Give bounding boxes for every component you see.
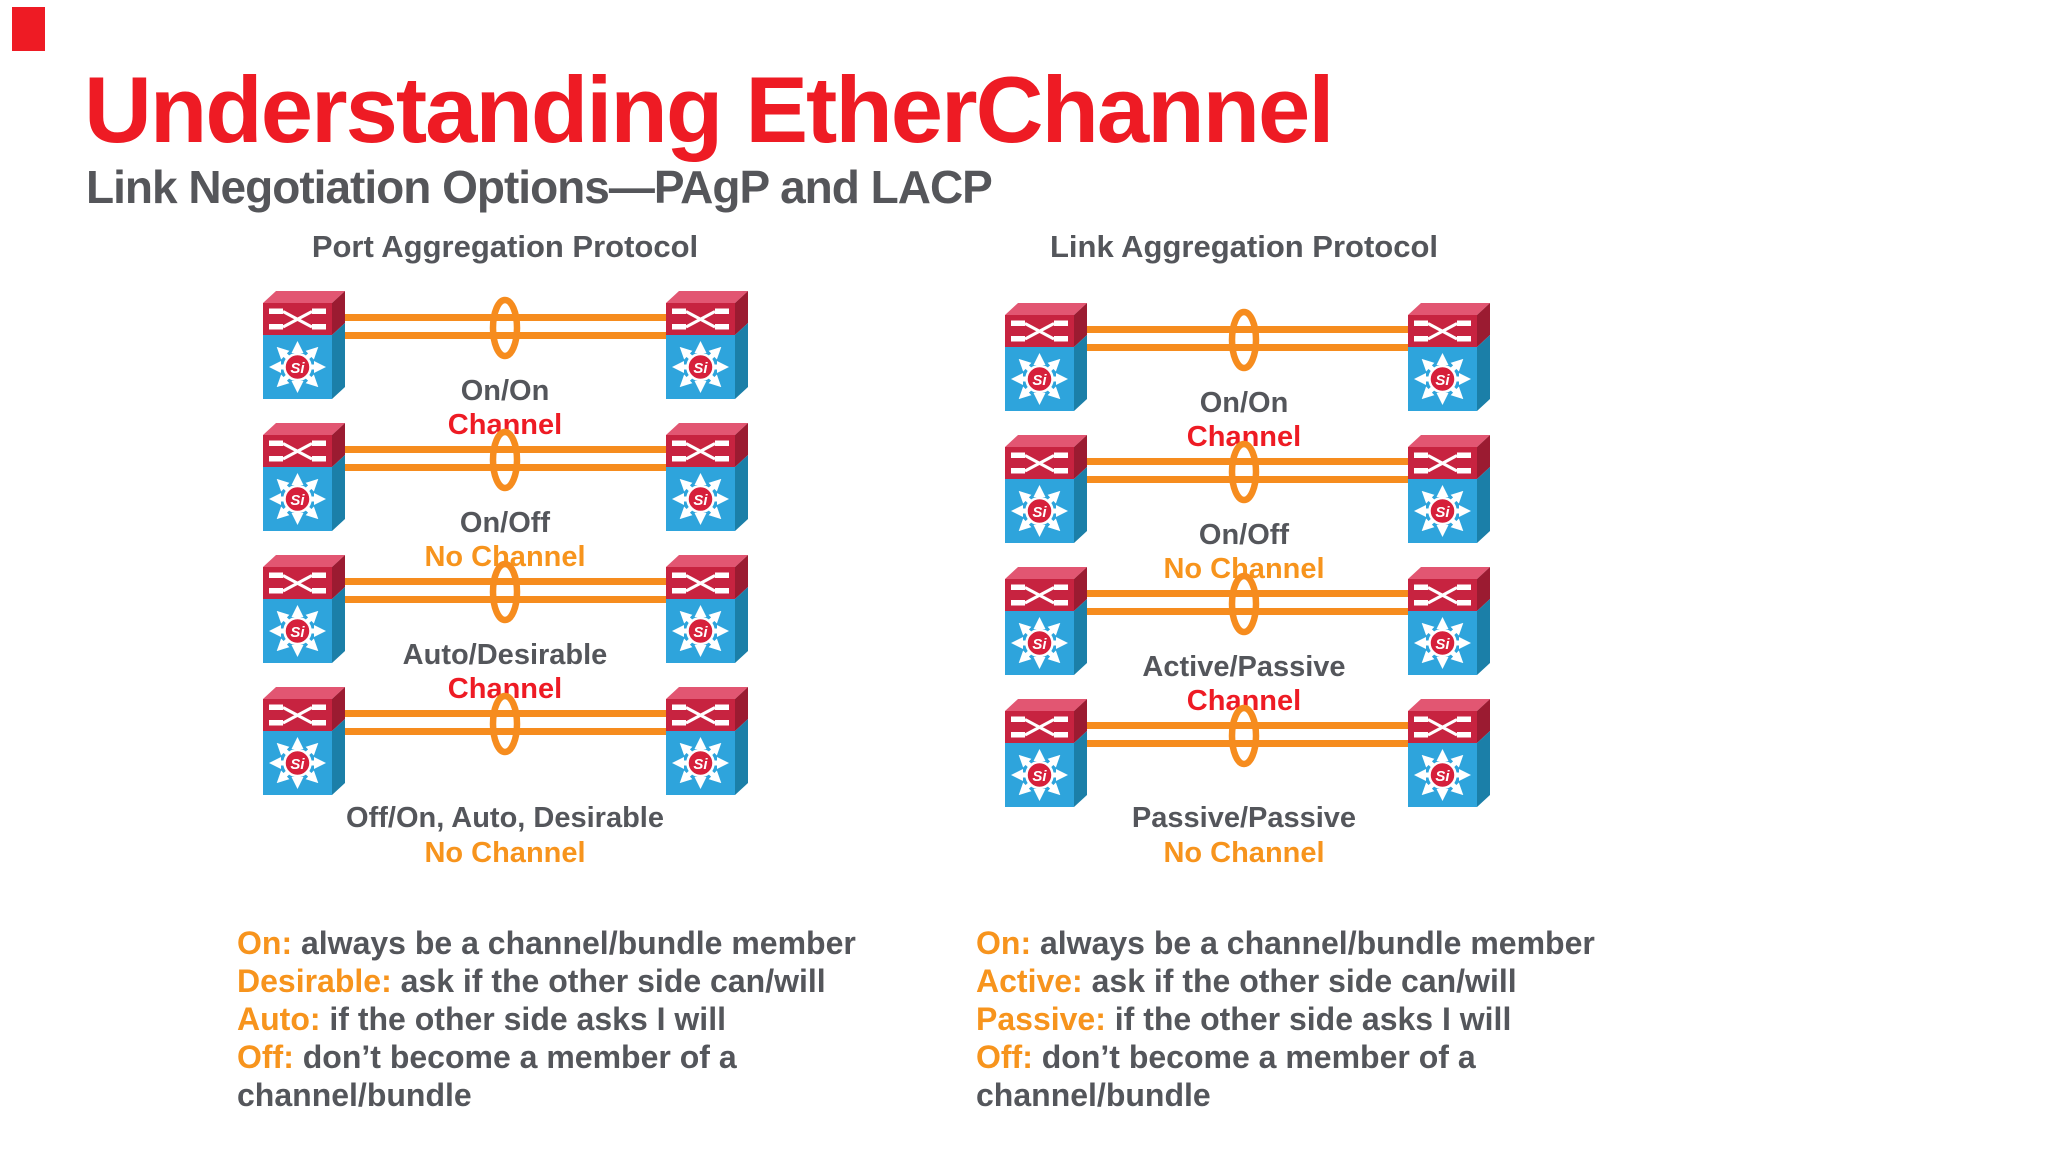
channel-bundle-ellipse-icon — [1228, 572, 1260, 636]
legend-term: Off: — [237, 1039, 294, 1075]
legend-item: Auto: if the other side asks I will — [237, 1000, 937, 1038]
page-subtitle: Link Negotiation Options—PAgP and LACP — [86, 161, 993, 213]
mode-label: On/Off — [1198, 519, 1290, 551]
mode-label: Passive/Passive — [1131, 802, 1357, 834]
channel-bundle-ellipse-icon — [489, 428, 521, 492]
legend-term: On: — [976, 925, 1032, 961]
mode-label: On/Off — [459, 507, 551, 539]
legend-item: On: always be a channel/bundle member — [237, 924, 937, 962]
catalyst-switch-icon — [1005, 698, 1087, 808]
legend-definition: don’t become a member of a channel/bundl… — [237, 1039, 737, 1113]
legend-item: Passive: if the other side asks I will — [976, 1000, 1676, 1038]
link-line — [1087, 326, 1408, 333]
catalyst-switch-icon — [263, 686, 345, 796]
channel-bundle-ellipse-icon — [489, 560, 521, 624]
link-line — [345, 710, 666, 717]
link-line — [1087, 476, 1408, 483]
channel-bundle-ellipse-icon — [1228, 308, 1260, 372]
lacp-legend: On: always be a channel/bundle member Ac… — [976, 924, 1676, 1114]
legend-item: Active: ask if the other side can/will — [976, 962, 1676, 1000]
mode-label: Auto/Desirable — [402, 639, 608, 671]
catalyst-switch-icon — [666, 686, 748, 796]
legend-term: Passive: — [976, 1001, 1106, 1037]
link-line — [1087, 590, 1408, 597]
legend-definition: always be a channel/bundle member — [1039, 925, 1595, 961]
legend-term: Auto: — [237, 1001, 321, 1037]
link-line — [1087, 722, 1408, 729]
link-line — [345, 464, 666, 471]
catalyst-switch-icon — [1408, 698, 1490, 808]
mode-label: Active/Passive — [1142, 651, 1346, 683]
legend-item: Off: don’t become a member of a channel/… — [237, 1038, 937, 1114]
link-line — [345, 596, 666, 603]
link-line — [345, 314, 666, 321]
legend-term: On: — [237, 925, 293, 961]
page-title: Understanding EtherChannel — [84, 57, 1334, 162]
mode-label: On/On — [460, 375, 550, 407]
link-line — [345, 446, 666, 453]
result-label: No Channel — [1163, 553, 1325, 585]
result-label: Channel — [447, 673, 563, 705]
legend-definition: if the other side asks I will — [329, 1001, 726, 1037]
legend-definition: always be a channel/bundle member — [300, 925, 856, 961]
link-line — [1087, 608, 1408, 615]
channel-bundle-ellipse-icon — [489, 296, 521, 360]
corner-accent — [12, 7, 45, 51]
channel-bundle-ellipse-icon — [1228, 440, 1260, 504]
legend-term: Off: — [976, 1039, 1033, 1075]
link-line — [345, 578, 666, 585]
channel-bundle-ellipse-icon — [489, 692, 521, 756]
link-line — [1087, 740, 1408, 747]
legend-term: Active: — [976, 963, 1083, 999]
link-line — [345, 332, 666, 339]
link-line — [1087, 344, 1408, 351]
legend-definition: ask if the other side can/will — [1091, 963, 1517, 999]
link-line — [1087, 458, 1408, 465]
result-label: Channel — [1186, 685, 1302, 717]
mode-label: On/On — [1199, 387, 1289, 419]
legend-item: On: always be a channel/bundle member — [976, 924, 1676, 962]
result-label: No Channel — [424, 541, 586, 573]
link-line — [345, 728, 666, 735]
legend-definition: if the other side asks I will — [1114, 1001, 1512, 1037]
mode-label: Off/On, Auto, Desirable — [346, 802, 664, 834]
pagp-heading: Port Aggregation Protocol — [311, 229, 699, 264]
legend-definition: don’t become a member of a channel/bundl… — [976, 1039, 1476, 1113]
result-label: No Channel — [424, 837, 586, 869]
legend-item: Desirable: ask if the other side can/wil… — [237, 962, 937, 1000]
result-label: No Channel — [1163, 837, 1325, 869]
legend-definition: ask if the other side can/will — [400, 963, 826, 999]
channel-bundle-ellipse-icon — [1228, 704, 1260, 768]
lacp-heading: Link Aggregation Protocol — [1049, 229, 1439, 264]
pagp-legend: On: always be a channel/bundle member De… — [237, 924, 937, 1114]
legend-item: Off: don’t become a member of a channel/… — [976, 1038, 1676, 1114]
result-label: Channel — [447, 409, 563, 441]
result-label: Channel — [1186, 421, 1302, 453]
legend-term: Desirable: — [237, 963, 392, 999]
